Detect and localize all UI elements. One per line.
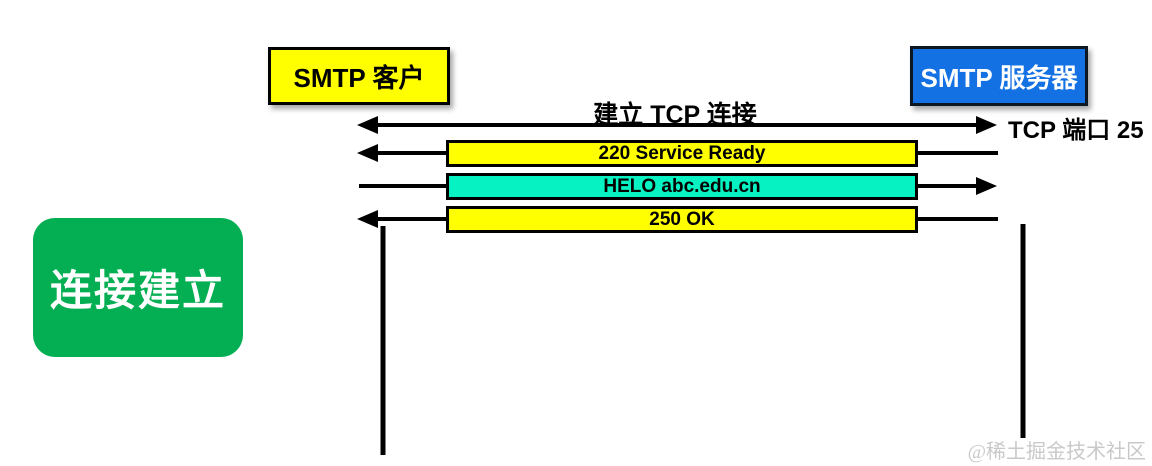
msg1-arrowhead-right bbox=[976, 177, 997, 195]
message-label: 250 OK bbox=[649, 208, 715, 230]
message-label: HELO abc.edu.cn bbox=[603, 175, 761, 197]
message-box-250-ok: 250 OK bbox=[446, 206, 918, 233]
watermark-text: @稀土掘金技术社区 bbox=[967, 441, 1146, 463]
connection-established-badge: 连接建立 bbox=[33, 218, 243, 357]
tcp-connect-label: 建立 TCP 连接 bbox=[593, 101, 757, 129]
tcp-arrowhead-left bbox=[357, 116, 378, 134]
msg2-arrowhead-left bbox=[357, 210, 378, 228]
tcp-port-label: TCP 端口 25 bbox=[1008, 117, 1144, 144]
smtp-server-box: SMTP 服务器 bbox=[910, 46, 1088, 106]
message-box-220-service-ready: 220 Service Ready bbox=[446, 140, 918, 167]
connection-established-label: 连接建立 bbox=[49, 267, 226, 314]
msg0-arrowhead-left bbox=[357, 144, 378, 162]
message-box-helo: HELO abc.edu.cn bbox=[446, 173, 918, 200]
tcp-arrowhead-right bbox=[976, 116, 997, 134]
smtp-client-box: SMTP 客户 bbox=[268, 47, 450, 105]
smtp-server-label: SMTP 服务器 bbox=[920, 62, 1078, 93]
smtp-client-label: SMTP 客户 bbox=[293, 62, 425, 93]
message-label: 220 Service Ready bbox=[598, 142, 766, 164]
